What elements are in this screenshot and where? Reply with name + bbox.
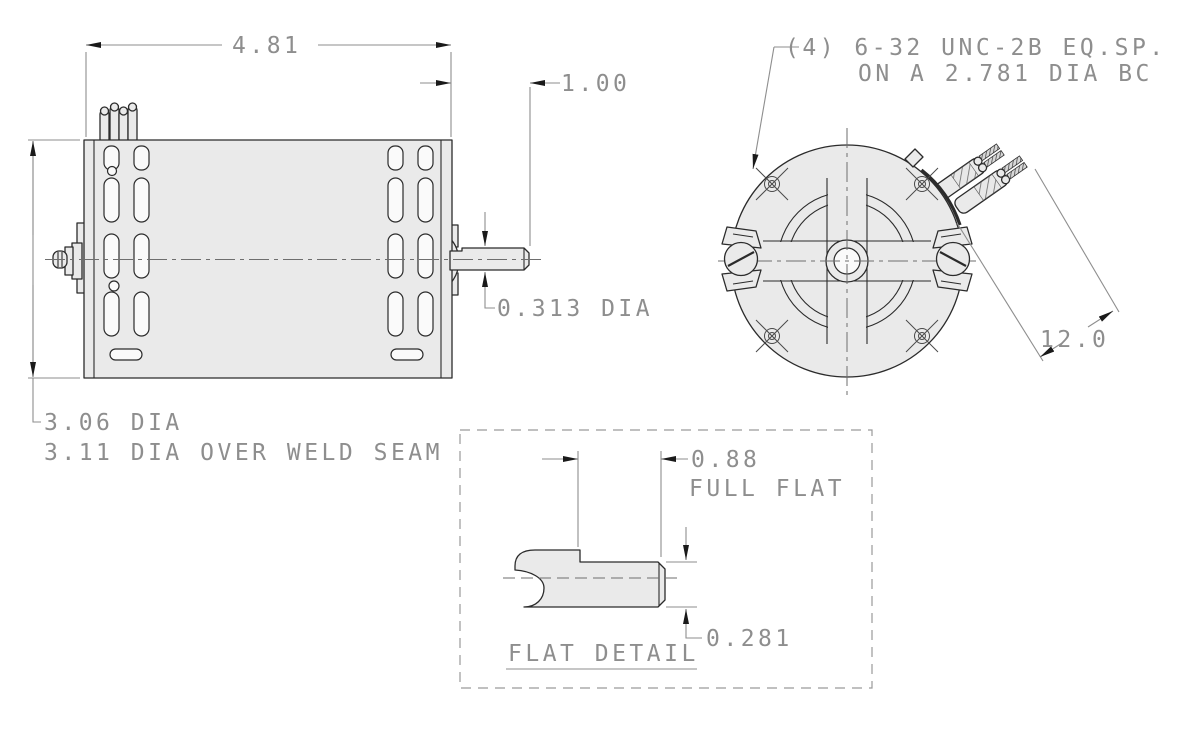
bare-wire-tip xyxy=(978,143,1001,162)
dim-shaft-diameter: 0.313 DIA xyxy=(482,212,653,322)
end-view: (4) 6-32 UNC-2B EQ.SP. ON A 2.781 DIA BC… xyxy=(718,35,1167,396)
lead-wires-end xyxy=(931,143,1028,214)
dim-flat-height: 0.281 xyxy=(666,527,793,652)
rim-tab xyxy=(904,148,924,168)
dim-shaft-extension: 1.00 xyxy=(420,71,630,246)
thread-note-line2: ON A 2.781 DIA BC xyxy=(858,61,1153,87)
dim-text-shaft-extension: 1.00 xyxy=(561,71,630,97)
rear-shaft-stub xyxy=(52,222,86,294)
dim-text-flat-height: 0.281 xyxy=(706,626,793,652)
dim-text-body-dia-2: 3.11 DIA OVER WELD SEAM xyxy=(44,440,443,466)
dim-text-lead-length: 12.0 xyxy=(1040,327,1109,353)
dim-overall-length: 4.81 xyxy=(85,33,452,137)
vent-slots xyxy=(103,145,434,361)
flat-shaft-profile xyxy=(514,549,666,608)
mounting-hole xyxy=(905,167,939,201)
through-bolt-left xyxy=(721,226,762,292)
flat-detail: 0.88 FULL FLAT 0.281 FLAT DETAIL xyxy=(459,429,873,689)
dim-text-overall-length: 4.81 xyxy=(232,33,301,59)
mounting-holes xyxy=(755,167,939,353)
through-bolt-right xyxy=(931,225,974,293)
dim-text-flat-note: FULL FLAT xyxy=(689,476,845,502)
body-hole-upper xyxy=(106,165,118,177)
lead-wires-side xyxy=(99,102,138,143)
thread-note-line1: (4) 6-32 UNC-2B EQ.SP. xyxy=(785,35,1167,61)
bare-wire-tip xyxy=(1001,155,1024,174)
strain-relief-arc xyxy=(920,168,962,226)
body-hole-lower xyxy=(108,280,120,292)
dim-text-shaft-diameter: 0.313 DIA xyxy=(497,296,653,322)
detail-border xyxy=(459,429,873,689)
dim-text-body-dia-1: 3.06 DIA xyxy=(44,410,183,436)
bare-wire-tip xyxy=(1006,161,1028,180)
mounting-hole xyxy=(755,319,789,353)
dim-lead-length: 12.0 xyxy=(956,168,1120,362)
dim-body-diameter: 3.06 DIA 3.11 DIA OVER WELD SEAM xyxy=(28,139,443,466)
bottom-slot-left xyxy=(109,348,143,361)
bare-wire-tip xyxy=(983,149,1005,168)
detail-title: FLAT DETAIL xyxy=(508,641,699,667)
side-view: 4.81 1.00 0.313 DIA 3.06 DIA 3.11 DIA OV… xyxy=(28,33,653,466)
dim-flat-length: 0.88 FULL FLAT xyxy=(542,447,845,557)
thread-note-leader: (4) 6-32 UNC-2B EQ.SP. ON A 2.781 DIA BC xyxy=(752,35,1167,170)
mounting-hole xyxy=(755,167,789,201)
dim-text-flat-length: 0.88 xyxy=(691,447,760,473)
mounting-hole xyxy=(905,319,939,353)
bottom-slot-right xyxy=(390,348,424,361)
